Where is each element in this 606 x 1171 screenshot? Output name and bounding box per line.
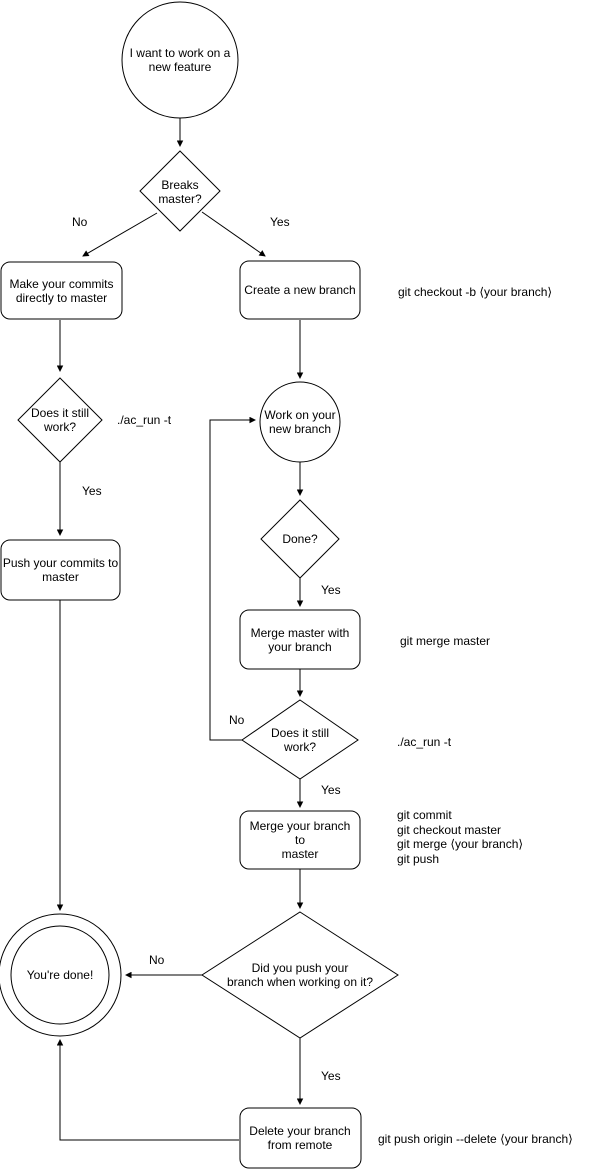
edge-label-breaks-yes: Yes <box>270 215 290 229</box>
edge-label-didpush-no: No <box>149 953 165 967</box>
annotation-delete-cmd: git push origin --delete ⟨your branch⟩ <box>378 1132 573 1146</box>
push-commits-box <box>0 539 121 601</box>
merge-master-label: Merge master with your branch <box>250 625 350 654</box>
done-diamond <box>260 499 340 579</box>
does-it-work-1-label: Does it still work? <box>30 406 89 434</box>
create-branch-label: Create a new branch <box>244 283 356 297</box>
make-commits-box <box>0 261 123 320</box>
did-you-push-label: Did you push your branch when working on… <box>226 961 374 989</box>
merge-branch-box <box>239 810 361 870</box>
push-commits-label: Push your commits to master <box>2 556 119 584</box>
annotation-ac-run-1: ./ac_run -t <box>117 413 172 427</box>
work-on-branch-label: Work on your new branch <box>264 408 336 436</box>
work-on-branch-circle <box>259 381 341 463</box>
annotation-line: git commit <box>397 808 452 822</box>
edge-label-work1-yes: Yes <box>82 484 102 498</box>
edge-label-didpush-yes: Yes <box>321 1069 341 1083</box>
edge-delete-done-loop <box>56 1039 239 1141</box>
breaks-master-label: Breaks master? <box>158 177 202 206</box>
edge-label-work2-no: No <box>229 713 245 727</box>
annotation-merge-push-cmds: git commit git checkout master git merge… <box>397 808 523 866</box>
make-commits-label: Make your commits directly to master <box>9 276 114 305</box>
youre-done-inner-circle <box>10 925 110 1025</box>
youre-done-label: You're done! <box>26 968 94 982</box>
done-label: Done? <box>282 532 318 546</box>
annotation-line: git push <box>397 851 440 866</box>
start-circle <box>121 1 239 119</box>
does-it-work-2-label: Does it still work? <box>270 726 329 754</box>
edge-label-doneq-yes: Yes <box>321 583 341 597</box>
edge-doeswork2-no-loop <box>209 416 256 741</box>
annotation-merge-master-cmd: git merge master <box>400 634 491 648</box>
annotation-checkout-cmd: git checkout -b ⟨your branch⟩ <box>398 285 553 299</box>
breaks-master-diamond <box>139 150 221 232</box>
annotation-ac-run-2: ./ac_run -t <box>397 735 452 749</box>
create-branch-box <box>239 260 361 320</box>
annotation-line: git merge ⟨your branch⟩ <box>397 837 524 851</box>
does-it-work-2-diamond <box>241 699 359 780</box>
annotation-line: git checkout master <box>397 822 502 837</box>
edge-breaks-yes <box>201 211 266 257</box>
did-you-push-diamond <box>201 911 399 1039</box>
delete-remote-box <box>239 1107 362 1169</box>
does-it-work-1-diamond <box>17 377 103 463</box>
edge-breaks-no <box>82 212 158 257</box>
edge-label-breaks-no: No <box>72 215 88 229</box>
delete-remote-label: Delete your branch from remote <box>249 1124 351 1152</box>
start-label: I want to work on a new feature <box>129 46 231 74</box>
merge-master-box <box>239 609 361 670</box>
edge-label-work2-yes: Yes <box>321 783 341 797</box>
merge-branch-label: Merge your branch to master <box>249 819 351 861</box>
